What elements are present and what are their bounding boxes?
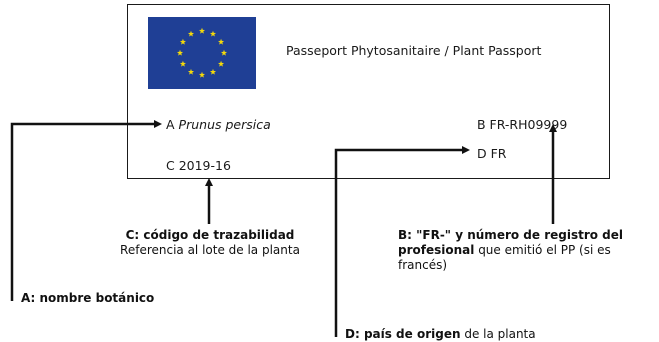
callout-b-text: que emitió el PP (si es francés) [398, 243, 611, 272]
field-c: C 2019-16 [166, 158, 231, 173]
field-b: B FR-RH09999 [477, 117, 568, 132]
callout-c-text: Referencia al lote de la planta [120, 243, 300, 257]
eu-flag-stars [176, 27, 228, 78]
eu-star-icon [176, 49, 184, 56]
eu-star-icon [220, 49, 228, 56]
callout-b-title-2: profesional [398, 243, 475, 257]
eu-star-icon [198, 71, 206, 78]
field-a-prefix: A [166, 117, 175, 132]
callout-d-title: D: país de origen [345, 327, 461, 341]
eu-star-icon [218, 60, 225, 67]
eu-star-icon [209, 30, 217, 37]
eu-star-icon [198, 27, 206, 34]
botanical-name: Prunus persica [178, 117, 271, 132]
eu-star-icon [187, 30, 195, 37]
callout-d-text: de la planta [460, 327, 536, 341]
eu-star-icon [179, 60, 186, 67]
callout-d: D: país de origen de la planta [345, 327, 536, 342]
eu-star-icon [187, 68, 195, 75]
callout-a: A: nombre botánico [21, 291, 154, 306]
eu-flag-icon [148, 17, 256, 89]
callout-b-title: B: "FR-" y número de registro del [398, 228, 624, 242]
plant-passport-label: Passeport Phytosanitaire / Plant Passpor… [127, 4, 610, 179]
passport-title: Passeport Phytosanitaire / Plant Passpor… [286, 43, 542, 58]
eu-star-icon [179, 38, 186, 45]
field-a: A Prunus persica [166, 117, 271, 132]
eu-star-icon [218, 38, 225, 45]
callout-c: C: código de trazabilidad Referencia al … [104, 228, 316, 258]
callout-a-title: A: nombre botánico [21, 291, 155, 305]
field-d: D FR [477, 146, 507, 161]
callout-b: B: "FR-" y número de registro del profes… [398, 228, 646, 273]
callout-c-title: C: código de trazabilidad [125, 228, 295, 242]
eu-star-icon [209, 68, 217, 75]
